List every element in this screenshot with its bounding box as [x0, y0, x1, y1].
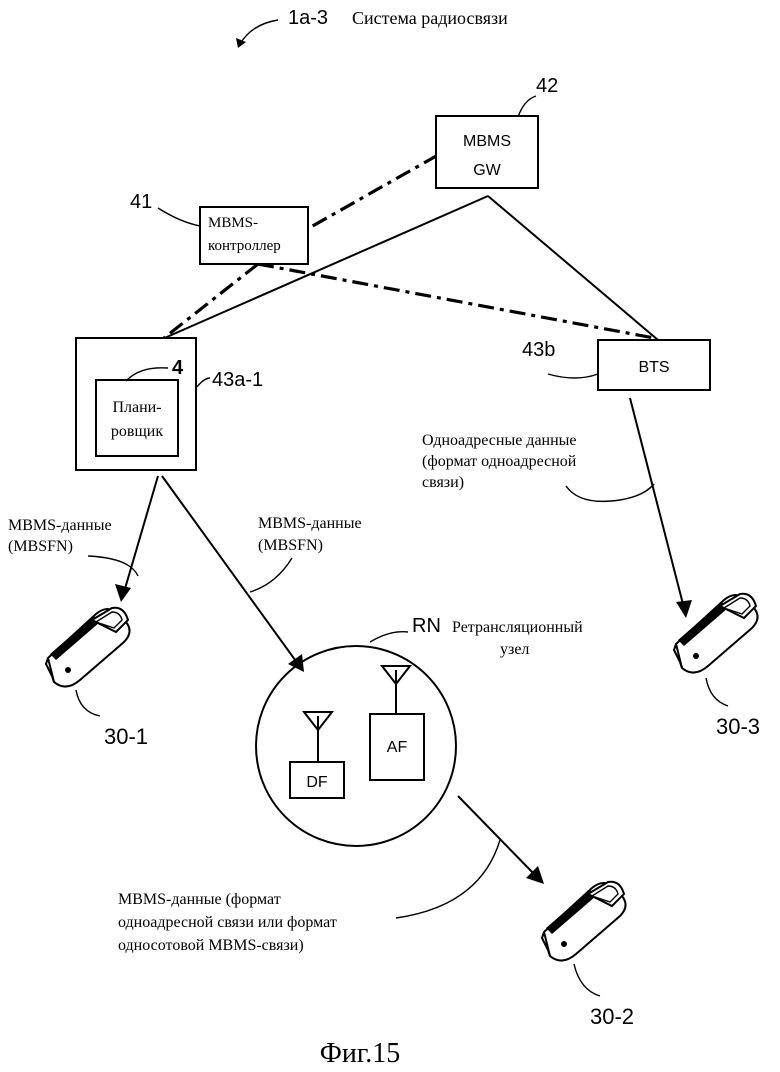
relay-node: RN Ретрансляционный узел DF AF	[255, 615, 583, 847]
mbms-gw-box	[435, 115, 539, 189]
terminal-30-1-leader	[75, 689, 101, 717]
enb-to-30-1-arrow	[123, 475, 159, 593]
gw-controller-dashdot	[301, 153, 439, 234]
title-text: Система радиосвязи	[352, 8, 508, 28]
mbms-mid-line-2: (MBSFN)	[258, 537, 323, 554]
af-label: AF	[387, 739, 408, 756]
df-antenna-icon	[301, 711, 335, 732]
bts-to-30-3-arrow	[629, 397, 685, 609]
mbms-left-line-2: (MBSFN)	[8, 538, 73, 555]
mbms-gw-ref: 42	[536, 75, 558, 97]
relay-ref: RN	[412, 615, 441, 637]
relay-to-30-2-arrow	[457, 795, 537, 877]
enb-ref-leader	[195, 377, 211, 389]
controller-bts-dashdot	[257, 262, 655, 340]
gw-to-bts-line	[487, 195, 659, 341]
scheduler-label-2: ровщик	[111, 423, 163, 440]
bts-node: BTS 43b	[522, 339, 711, 391]
terminal-30-3-leader	[705, 677, 729, 707]
terminal-30-1: 30-1	[45, 606, 148, 749]
enb-to-30-1-arrowhead	[115, 584, 131, 602]
bts-ref: 43b	[522, 339, 555, 361]
mbms-gw-ref-leader	[517, 95, 537, 118]
scheduler-ref: 4	[172, 357, 184, 379]
title-leader	[239, 19, 279, 45]
mbms-controller-box	[199, 206, 309, 265]
terminal-30-2: 30-2	[541, 880, 634, 1029]
enb-to-relay-arrow	[161, 475, 299, 665]
terminal-30-2-ref: 30-2	[590, 1004, 634, 1029]
mbms-controller-label-2: контроллер	[208, 238, 281, 254]
af-antenna-icon	[379, 665, 413, 686]
unicast-line-2: (формат одноадресной	[422, 453, 577, 470]
enb-ref: 43a-1	[212, 369, 263, 391]
terminal-30-3: 30-3	[673, 592, 760, 739]
relay-label-1: Ретрансляционный	[452, 619, 583, 636]
mbms-controller-label-1: MBMS-	[208, 215, 258, 231]
phone-icon-30-1	[45, 606, 131, 688]
scheduler-ref-leader	[125, 367, 169, 382]
mbms-controller-node: MBMS- контроллер 41	[130, 191, 309, 265]
rn-data-leader	[395, 839, 501, 919]
df-box	[289, 761, 345, 799]
unicast-label: Одноадресные данные (формат одноадресной…	[422, 432, 655, 503]
phone-icon-30-2	[541, 880, 627, 962]
af-block: AF	[369, 665, 425, 781]
rn-data-line-2: одноадресной связи или формат	[118, 914, 337, 931]
unicast-line-1: Одноадресные данные	[422, 432, 577, 449]
enb-node: Плани- ровщик 4 43a-1	[75, 337, 263, 471]
enb-to-relay-arrowhead	[288, 654, 304, 672]
unicast-line-3: связи)	[422, 474, 464, 491]
title-group: 1a-3 Система радиосвязи	[236, 7, 508, 48]
relay-ref-leader	[369, 631, 409, 643]
mbms-gw-label-1: MBMS	[463, 133, 511, 150]
relay-label-2: узел	[500, 641, 529, 658]
mbms-left-label: MBMS-данные (MBSFN)	[8, 517, 139, 577]
relay-to-30-2-arrowhead	[526, 866, 544, 884]
mbms-mid-leader	[249, 557, 293, 593]
terminal-30-3-ref: 30-3	[716, 714, 760, 739]
bts-label: BTS	[638, 359, 669, 376]
mbms-mid-line-1: MBMS-данные	[258, 515, 362, 532]
scheduler-box	[95, 379, 179, 457]
terminal-30-1-ref: 30-1	[104, 724, 148, 749]
bts-ref-leader	[547, 373, 599, 379]
title-ref: 1a-3	[288, 7, 328, 29]
scheduler-label-1: Плани-	[112, 399, 161, 416]
figure-caption: Фиг.15	[320, 1038, 400, 1069]
title-leader-arrow	[236, 38, 246, 48]
bts-to-30-3-arrowhead	[676, 600, 692, 618]
mbms-mid-label: MBMS-данные (MBSFN)	[249, 515, 362, 593]
mbms-left-line-1: MBMS-данные	[8, 517, 112, 534]
mbms-gw-node: MBMS GW 42	[435, 75, 558, 189]
af-box	[369, 713, 425, 781]
rn-data-label: MBMS-данные (формат одноадресной связи и…	[118, 839, 501, 954]
mbms-controller-ref-leader	[157, 207, 201, 227]
mbms-left-leader	[87, 555, 139, 577]
unicast-leader	[565, 483, 655, 503]
controller-enb-dashdot	[163, 262, 259, 340]
df-block: DF	[289, 711, 345, 799]
bts-box	[597, 339, 711, 391]
mbms-gw-label-2: GW	[473, 162, 501, 179]
rn-data-line-1: MBMS-данные (формат	[118, 891, 281, 908]
terminal-30-2-leader	[573, 963, 601, 997]
df-label: DF	[306, 774, 328, 791]
gw-to-enb-line	[159, 195, 489, 341]
relay-circle	[255, 645, 457, 847]
mbms-controller-ref: 41	[130, 191, 152, 213]
rn-data-line-3: односотовой MBMS-связи)	[118, 937, 304, 954]
